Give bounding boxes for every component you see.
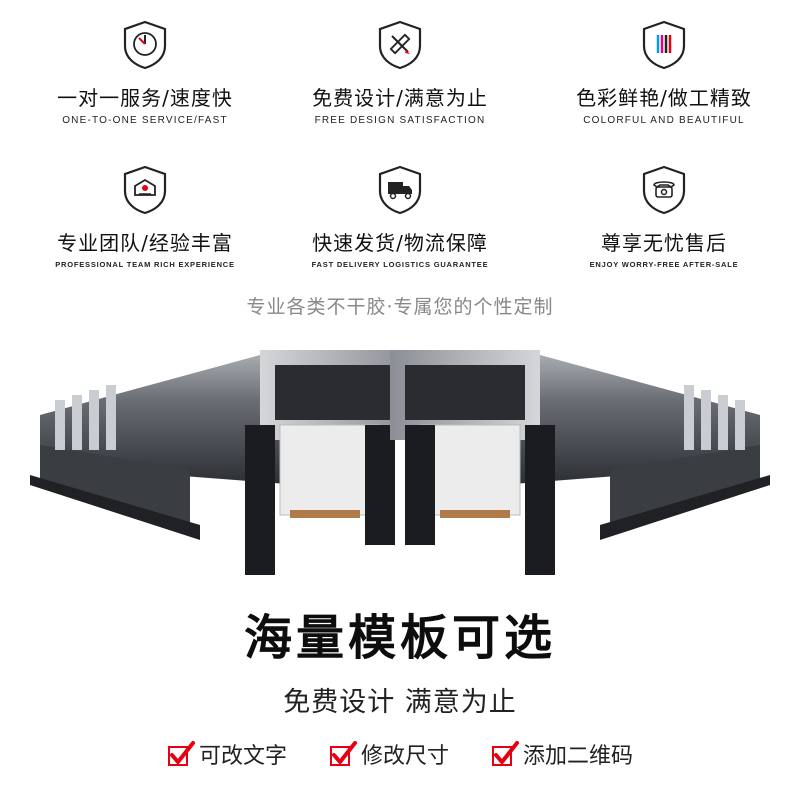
headline: 海量模板可选	[243, 610, 556, 666]
feature-item: 快速发货/物流保障 FAST DELIVERY LOGISTICS GUARAN…	[270, 165, 530, 269]
feature-subtitle: PROFESSIONAL TEAM RICH EXPERIENCE	[55, 260, 235, 269]
tagline: 专业各类不干胶·专属您的个性定制	[246, 296, 554, 318]
check-list: 可改文字 修改尺寸 添加二维码	[0, 738, 800, 770]
phone-icon	[642, 165, 686, 215]
feature-subtitle: ONE-TO-ONE SERVICE/FAST	[62, 115, 228, 126]
team-icon	[123, 165, 167, 215]
color-bars-icon	[642, 20, 686, 70]
left-press	[30, 350, 410, 575]
feature-item: 色彩鲜艳/做工精致 COLORFUL AND BEAUTIFUL	[534, 20, 794, 126]
feature-subtitle: FREE DESIGN SATISFACTION	[314, 115, 486, 126]
check-label: 修改尺寸	[360, 744, 449, 769]
printing-press-image	[30, 350, 770, 575]
feature-item: 尊享无忧售后 ENJOY WORRY-FREE AFTER-SALE	[534, 165, 794, 269]
feature-subtitle: FAST DELIVERY LOGISTICS GUARANTEE	[311, 260, 489, 269]
check-label: 可改文字	[198, 744, 287, 769]
checkmark-icon	[167, 741, 195, 766]
feature-item: 一对一服务/速度快 ONE-TO-ONE SERVICE/FAST	[15, 20, 275, 126]
check-item: 修改尺寸	[329, 738, 449, 770]
feature-title: 一对一服务/速度快	[57, 86, 233, 110]
feature-item: 专业团队/经验丰富 PROFESSIONAL TEAM RICH EXPERIE…	[15, 165, 275, 269]
check-label: 添加二维码	[523, 744, 634, 769]
right-press	[390, 350, 770, 575]
feature-title: 色彩鲜艳/做工精致	[576, 86, 752, 110]
checkmark-icon	[329, 741, 357, 766]
feature-item: 免费设计/满意为止 FREE DESIGN SATISFACTION	[270, 20, 530, 126]
feature-title: 专业团队/经验丰富	[57, 231, 233, 255]
pencil-ruler-icon	[378, 20, 422, 70]
feature-title: 免费设计/满意为止	[312, 86, 488, 110]
check-item: 可改文字	[167, 738, 287, 770]
feature-subtitle: ENJOY WORRY-FREE AFTER-SALE	[589, 260, 739, 269]
truck-icon	[378, 165, 422, 215]
clock-icon	[123, 20, 167, 70]
feature-title: 快速发货/物流保障	[312, 231, 488, 255]
feature-grid: 一对一服务/速度快 ONE-TO-ONE SERVICE/FAST 免费设计/满…	[0, 0, 800, 270]
subline: 免费设计 满意为止	[283, 687, 517, 718]
checkmark-icon	[492, 741, 519, 766]
feature-subtitle: COLORFUL AND BEAUTIFUL	[583, 115, 745, 126]
feature-title: 尊享无忧售后	[601, 231, 727, 255]
check-item: 添加二维码	[491, 738, 633, 770]
